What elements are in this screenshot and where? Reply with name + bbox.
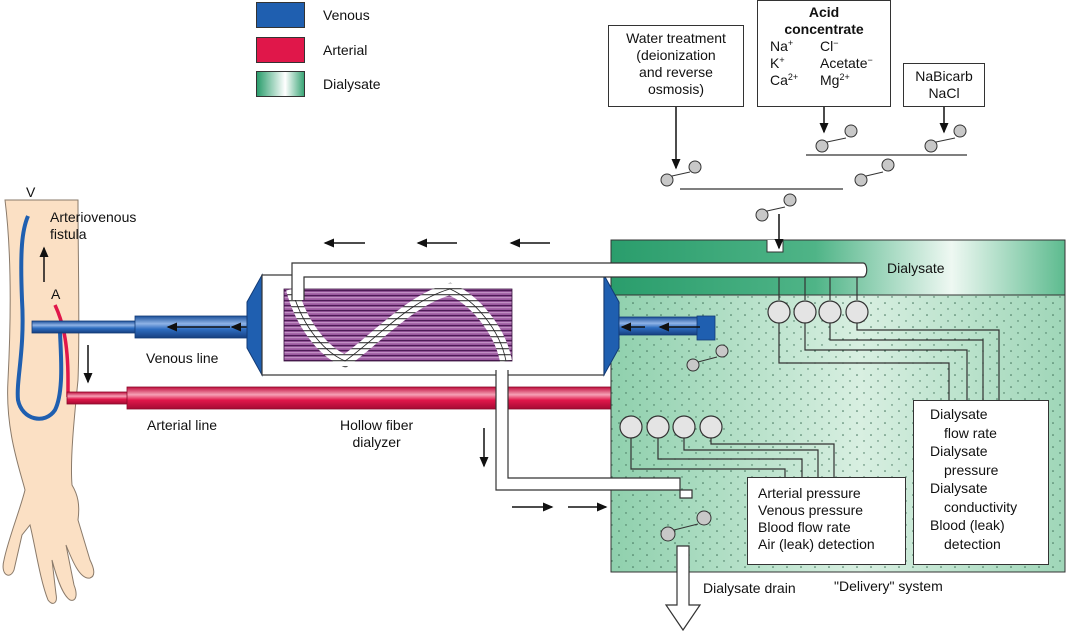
dialysate-monitor-box: Dialysate flow rate Dialysate pressure D… [913, 400, 1049, 565]
vein-label: V [26, 184, 36, 200]
legend-label: Venous [323, 7, 370, 23]
monitor-item: pressure [944, 461, 999, 478]
legend-label: Dialysate [323, 76, 381, 92]
water-treatment-box: Water treatment (deionization and revers… [608, 25, 744, 107]
vein-path [15, 215, 64, 421]
venous-line-label: Venous line [146, 350, 219, 366]
ion-row: K+ Acetate− [770, 55, 890, 72]
valve-icon [686, 344, 729, 372]
monitor-item: detection [944, 535, 1001, 552]
anion: Cl− [820, 38, 839, 54]
cation: Ca2+ [770, 72, 799, 88]
monitor-item: Arterial pressure [758, 485, 861, 501]
legend-item-dialysate: Dialysate [256, 71, 381, 97]
dialysate-supply-tube [291, 262, 868, 300]
water-line: osmosis) [647, 81, 704, 97]
acid-title: Acid concentrate [758, 4, 890, 38]
monitor-item: Blood flow rate [758, 519, 851, 535]
legend-item-venous: Venous [256, 2, 370, 28]
valve-icon [660, 160, 702, 187]
valve-icon [660, 510, 712, 542]
valve-icon [924, 124, 967, 153]
water-line: and reverse [639, 64, 713, 80]
artery-path [53, 304, 70, 397]
dialysate-outflow-tube [495, 370, 693, 499]
water-line: (deionization [636, 47, 716, 63]
arterial-swatch [256, 37, 305, 63]
bicarb-box: NaBicarb NaCl [903, 63, 985, 107]
monitor-item: Dialysate [930, 480, 988, 496]
arm-illustration [2, 199, 95, 604]
valve-icons [660, 124, 967, 542]
mixing-lines [680, 154, 967, 190]
dialyzer-line: dialyzer [352, 434, 401, 450]
venous-line-thin [31, 320, 138, 334]
monitor-item: conductivity [944, 498, 1018, 515]
dialyzer-line: Hollow fiber [340, 417, 414, 433]
drain-arrow [664, 545, 702, 632]
bicarb-line: NaCl [928, 85, 960, 101]
ion-list: Na+ Cl− K+ Acetate− Ca2+ Mg2+ [770, 38, 890, 89]
bicarb-line: NaBicarb [915, 68, 973, 84]
fistula-line: fistula [50, 226, 87, 242]
legend-item-arterial: Arterial [256, 37, 367, 63]
arterial-line-thin [66, 391, 130, 405]
monitor-item: Air (leak) detection [758, 536, 875, 552]
monitor-item: Dialysate [930, 443, 988, 459]
arterial-line-label: Arterial line [147, 417, 218, 433]
blood-monitor-box: Arterial pressure Venous pressure Blood … [747, 477, 906, 565]
dialysate-swatch [256, 71, 305, 97]
monitor-item: Blood (leak) [930, 517, 1005, 533]
blood-sensors [619, 415, 835, 477]
monitor-item: flow rate [944, 424, 997, 441]
acid-title-line: concentrate [784, 21, 864, 37]
dialyzer-label: Hollow fiber dialyzer [340, 417, 413, 451]
valve-icon [815, 124, 858, 153]
valve-icon [755, 193, 797, 222]
fistula-label: Arteriovenous fistula [50, 209, 136, 243]
fistula-line: Arteriovenous [50, 209, 137, 225]
delivery-system-label: "Delivery" system [834, 578, 943, 594]
venous-swatch [256, 2, 305, 28]
monitor-item: Venous pressure [758, 502, 864, 518]
venous-return-tube [618, 316, 700, 336]
legend-label: Arterial [323, 42, 368, 58]
water-line: Water treatment [626, 30, 726, 46]
hollow-fiber-dialyzer [246, 273, 620, 377]
monitor-item: Dialysate [930, 406, 988, 422]
anion: Mg2+ [820, 72, 850, 88]
acid-title-line: Acid [808, 4, 840, 20]
dialysate-sensors [767, 277, 1000, 402]
artery-label: A [51, 286, 61, 302]
drain-label: Dialysate drain [703, 580, 796, 596]
valve-icon [854, 158, 895, 187]
acid-concentrate-box: Acid concentrate Na+ Cl− K+ Acetate− Ca2+ Mg2… [757, 0, 891, 107]
cation: K+ [770, 55, 785, 71]
cation: Na+ [770, 38, 794, 54]
dialysate-label: Dialysate [887, 260, 945, 276]
anion: Acetate− [820, 55, 873, 71]
venous-connector [696, 315, 716, 341]
ion-row: Ca2+ Mg2+ [770, 72, 890, 89]
ion-row: Na+ Cl− [770, 38, 890, 55]
